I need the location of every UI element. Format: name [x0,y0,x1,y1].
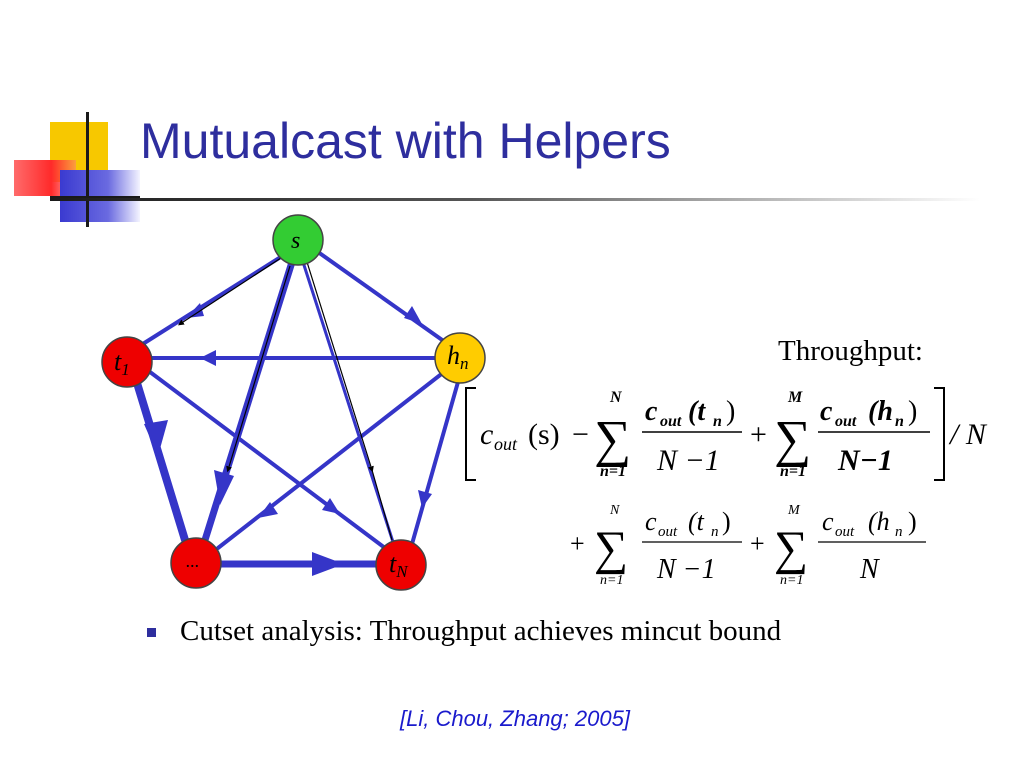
f1-s: (s) [528,418,560,451]
black-edge-s-tN [306,261,374,473]
f1-sum1-top: N [609,389,623,406]
black-edge-s-dots [226,265,291,473]
f1-sum2-sigma: ∑ [774,411,811,468]
f1-frac2-out: out [835,413,857,430]
node-dots-label: ... [186,551,200,571]
f1-frac2-den: N−1 [837,444,893,477]
edge-hn-tN [410,380,460,546]
f2-frac1-out: out [658,524,678,540]
throughput-label: Throughput: [778,335,923,367]
edge-s-dots-arrow [214,470,234,505]
title-divider [50,198,980,201]
black-edge-s-t1 [177,255,285,326]
deco-vertical-line [86,112,89,227]
bullet-text: Cutset analysis: Throughput achieves min… [180,615,782,647]
f1-sum1-bottom: n=1 [600,463,626,480]
f1-frac1-den: N −1 [656,444,720,477]
deco-horizontal-line [50,196,140,199]
node-hn-label: hn [447,341,469,373]
f2-frac2-close: ) [908,507,917,536]
node-s-label: s [291,228,300,254]
f2-sum2-sigma: ∑ [774,522,808,575]
node-tN [375,539,427,591]
f2-frac1-c: c [645,507,657,536]
f2-frac1-close: ) [722,507,731,536]
edge-s-t1 [136,251,289,349]
f1-divide: / N [948,418,988,451]
f2-frac1-sub: n [711,524,719,540]
f1-sum2-top: M [787,389,803,406]
formula-line-1: c out (s) − N ∑ n=1 c out (t n ) N −1 + … [465,387,988,481]
f2-frac2-sub: n [895,524,903,540]
f2-frac2-args: (h [868,507,890,536]
node-dots [170,537,222,589]
edge-hn-t1-arrow [200,350,216,366]
f2-frac1-den: N −1 [656,554,716,585]
f2-sum1-bottom: n=1 [600,573,623,588]
edge-t1-dots [133,379,189,544]
f1-frac1-c: c [645,396,658,427]
f2-sum1-sigma: ∑ [594,522,628,575]
edge-dots-tN-arrow [312,552,344,576]
f1-frac2-c: c [820,396,833,427]
edge-s-tN [301,260,395,544]
f1-sum2-bottom: n=1 [780,463,806,480]
citation: [Li, Chou, Zhang; 2005] [400,706,630,731]
f1-out: out [494,434,518,454]
formula-line-2: + N ∑ n=1 c out (t n ) N −1 + M ∑ n=1 c … [570,503,926,588]
edge-t1-tN [148,370,387,550]
f1-frac1-sub: n [713,413,722,430]
edge-hn-dots-arrow [258,502,278,518]
f2-sum2-bottom: n=1 [780,573,803,588]
edge-t1-tN-arrow [322,498,340,514]
node-tN-label: tN [389,549,409,581]
node-hn [434,332,486,384]
f1-frac2-args: (h [868,396,893,427]
f2-frac2-c: c [822,507,834,536]
black-edge-tN-tail [371,469,393,541]
slide-title: Mutualcast with Helpers [140,113,671,169]
f1-frac1-close: ) [726,396,735,427]
f1-frac1-args: (t [688,396,706,427]
edge-t1-dots-arrow [144,420,168,456]
f2-frac2-out: out [835,524,855,540]
f1-frac1-out: out [660,413,682,430]
node-t1-label: t1 [114,347,130,379]
node-t1 [101,336,153,388]
f2-frac1-args: (t [688,507,705,536]
f1-minus: − [572,418,589,451]
f1-sum1-sigma: ∑ [594,411,631,468]
f1-frac2-sub: n [895,413,904,430]
f1-c: c [480,418,493,451]
f2-sum2-top: M [787,503,801,518]
f2-plus1: + [570,529,585,558]
node-s [272,214,324,266]
edge-s-hn-arrow [404,306,422,324]
f2-frac2-den: N [859,554,880,585]
edge-hn-tN-arrow [418,490,432,508]
f1-plus: + [750,418,767,451]
f2-plus2: + [750,529,765,558]
f1-frac2-close: ) [908,396,917,427]
f2-sum1-top: N [609,503,620,518]
edge-hn-dots [216,370,446,550]
edge-s-t1-arrow [186,303,204,318]
bullet-marker [147,628,156,637]
edge-s-hn [316,250,447,344]
